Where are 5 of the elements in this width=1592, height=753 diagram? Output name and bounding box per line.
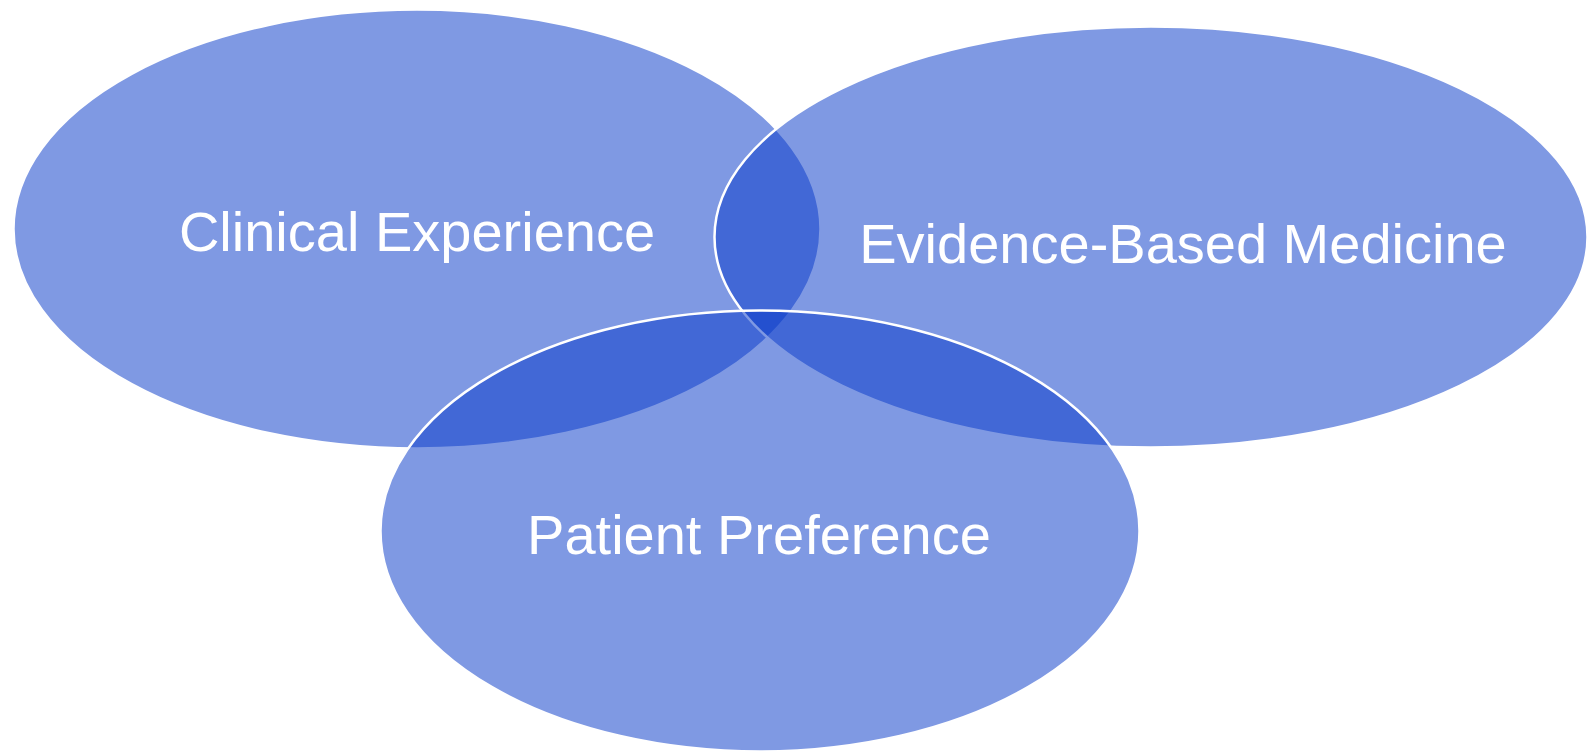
- venn-ellipse: [379, 309, 1141, 753]
- venn-ellipse: [713, 25, 1589, 449]
- circle-label: Evidence-Based Medicine: [859, 213, 1507, 275]
- circle-label: Patient Preference: [527, 504, 991, 566]
- circle-label: Clinical Experience: [178, 201, 656, 263]
